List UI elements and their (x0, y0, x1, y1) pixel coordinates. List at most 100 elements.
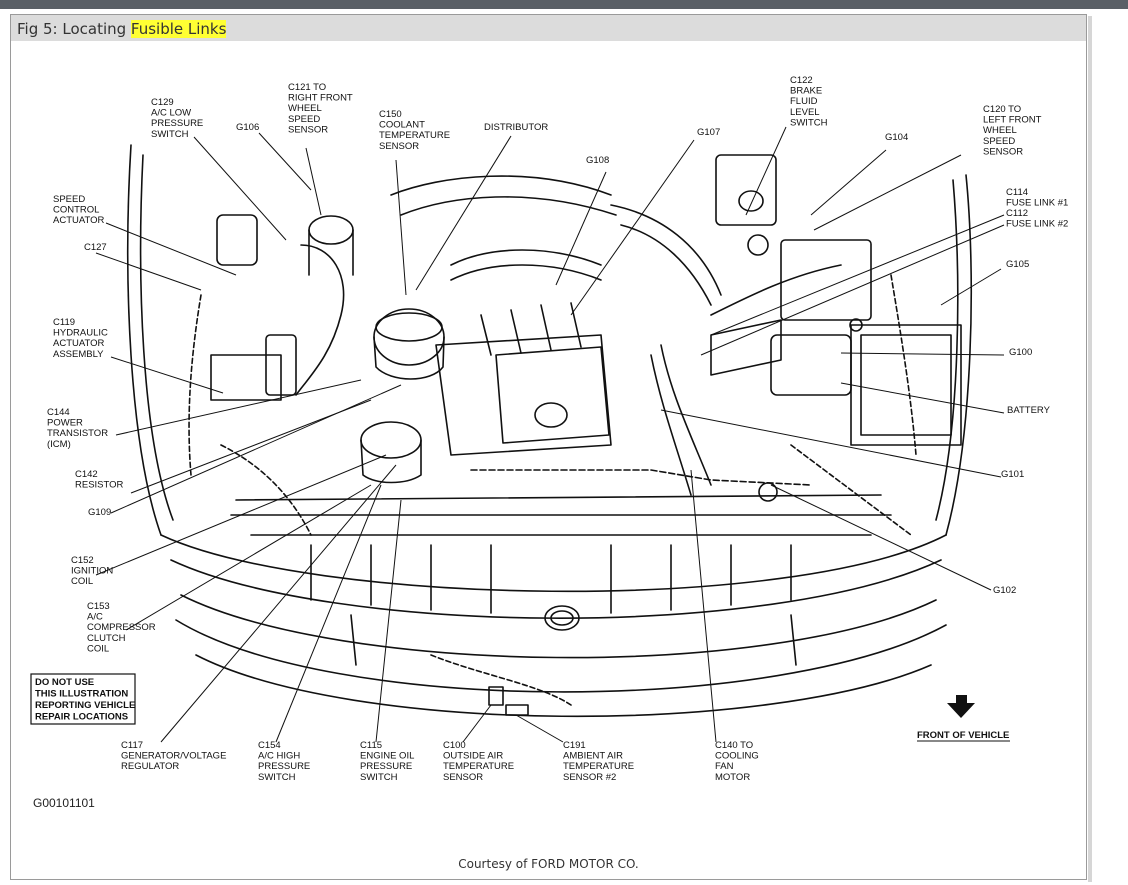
label-line: FUSE LINK #1 (1006, 198, 1068, 209)
label-line: G107 (697, 127, 720, 138)
caption-highlight: Fusible Links (130, 20, 227, 38)
front-of-vehicle-label: FRONT OF VEHICLE (917, 730, 1009, 741)
label-line: RESISTOR (75, 480, 124, 491)
label-g101: G101 (1001, 469, 1024, 480)
label-line: (ICM) (47, 439, 71, 450)
label-line: DISTRIBUTOR (484, 122, 548, 133)
label-line: G106 (236, 122, 259, 133)
label-line: ENGINE OIL (360, 751, 414, 762)
label-line: COIL (71, 576, 93, 587)
label-g105: G105 (1006, 259, 1029, 270)
label-line: C120 TO (983, 104, 1021, 115)
label-line: G104 (885, 132, 908, 143)
label-c127: C127 (84, 242, 107, 253)
label-line: AMBIENT AIR (563, 751, 623, 762)
label-line: C127 (84, 242, 107, 253)
label-line: HYDRAULIC (53, 328, 108, 339)
label-line: SENSOR (379, 141, 419, 152)
label-line: WHEEL (288, 103, 322, 114)
label-g109: G109 (88, 507, 111, 518)
label-line: C100 (443, 740, 466, 751)
warning-line: REPAIR LOCATIONS (35, 712, 128, 723)
label-line: POWER (47, 418, 83, 429)
label-line: FLUID (790, 96, 818, 107)
label-line: C115 (360, 740, 382, 751)
label-line: LEFT FRONT (983, 115, 1042, 126)
label-line: C144 (47, 407, 70, 418)
label-line: SWITCH (790, 117, 828, 128)
label-line: C154 (258, 740, 281, 751)
label-line: MOTOR (715, 772, 750, 783)
label-line: SENSOR (443, 772, 483, 783)
label-line: TRANSISTOR (47, 428, 108, 439)
label-line: ACTUATOR (53, 338, 105, 349)
label-line: G105 (1006, 259, 1029, 270)
label-line: C140 TO (715, 740, 753, 751)
label-line: WHEEL (983, 125, 1017, 136)
label-line: G101 (1001, 469, 1024, 480)
label-g100: G100 (1009, 347, 1032, 358)
label-line: COIL (87, 643, 109, 654)
label-line: COOLING (715, 751, 759, 762)
warning-line: REPORTING VEHICLE (35, 700, 135, 711)
label-line: RIGHT FRONT (288, 93, 353, 104)
label-line: BRAKE (790, 86, 822, 97)
label-line: C142 (75, 469, 98, 480)
label-line: SPEED (983, 136, 1015, 147)
label-line: G108 (586, 155, 609, 166)
label-line: SENSOR #2 (563, 772, 616, 783)
label-line: A/C (87, 612, 103, 623)
label-line: PRESSURE (151, 118, 203, 129)
courtesy-credit: Courtesy of FORD MOTOR CO. (458, 857, 639, 871)
warning-line: THIS ILLUSTRATION (35, 689, 128, 700)
label-line: TEMPERATURE (379, 130, 450, 141)
label-line: SPEED (53, 194, 85, 205)
label-line: SWITCH (258, 772, 296, 783)
label-g102: G102 (993, 585, 1016, 596)
label-line: SENSOR (983, 146, 1023, 157)
label-line: C152 (71, 555, 94, 566)
label-line: BATTERY (1007, 405, 1051, 416)
label-line: LEVEL (790, 107, 820, 118)
label-line: SPEED (288, 114, 320, 125)
figure-caption: Fig 5: Locating Fusible Links (11, 15, 1086, 41)
label-line: G102 (993, 585, 1016, 596)
label-g108: G108 (586, 155, 609, 166)
engine-artwork (127, 144, 973, 718)
label-distributor: DISTRIBUTOR (484, 122, 548, 133)
label-line: COOLANT (379, 120, 425, 131)
top-bar (0, 0, 1128, 9)
label-line: COMPRESSOR (87, 622, 156, 633)
label-line: TEMPERATURE (563, 761, 634, 772)
label-line: PRESSURE (258, 761, 310, 772)
figure-code: G00101101 (33, 796, 95, 810)
label-line: FAN (715, 761, 734, 772)
label-g104: G104 (885, 132, 908, 143)
label-line: C129 (151, 97, 174, 108)
label-line: CLUTCH (87, 633, 126, 644)
label-line: C153 (87, 601, 110, 612)
label-line: GENERATOR/VOLTAGE (121, 751, 226, 762)
label-line: C112 (1006, 208, 1028, 219)
label-g107: G107 (697, 127, 720, 138)
front-of-vehicle-indicator: FRONT OF VEHICLE (917, 695, 1010, 742)
label-line: TEMPERATURE (443, 761, 514, 772)
label-line: C117 (121, 740, 143, 751)
